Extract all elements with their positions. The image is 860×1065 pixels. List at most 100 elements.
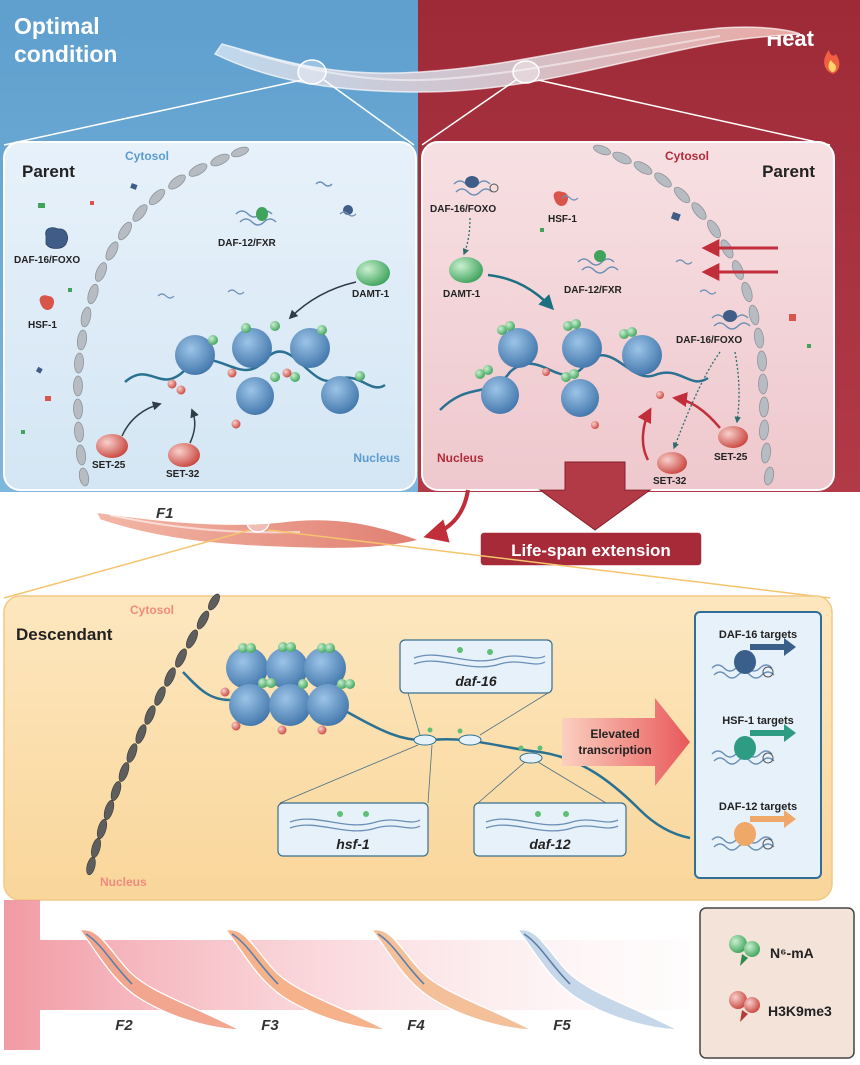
daf12-label-left: DAF-12/FXR: [218, 238, 277, 249]
cytosol-label-left: Cytosol: [125, 149, 169, 163]
lifespan-extension-banner: [479, 531, 703, 567]
cytosol-label-descendant: Cytosol: [130, 603, 174, 617]
daf16-label-right-nucleus: DAF-16/FOXO: [676, 335, 742, 346]
optimal-title-line2: condition: [14, 41, 117, 67]
generation-label: F4: [407, 1017, 425, 1034]
transcription-arrow-icon: [750, 638, 796, 656]
daf16-to-damt1-arrow: [462, 217, 471, 256]
dna-strand-descendant: [182, 671, 691, 840]
daf16-label-left: DAF-16/FOXO: [14, 255, 80, 266]
daf16-to-set25-arrow: [734, 351, 741, 424]
zoom-line: [3, 529, 251, 599]
heat-stress-arrows: [701, 239, 778, 281]
legend-n6ma-label: N⁶-mA: [770, 945, 814, 961]
set32-arrow-left: [189, 408, 199, 444]
damt1-arrow-left: [288, 281, 357, 320]
zoom-line: [323, 79, 415, 146]
set25-arrow-left: [121, 401, 162, 437]
set25-label-right: SET-25: [714, 452, 748, 463]
damt1-label-left: DAMT-1: [352, 289, 390, 300]
target-entry: HSF-1 targets: [711, 715, 796, 765]
gene-box-daf12: [473, 802, 627, 857]
set25-label-left: SET-25: [92, 460, 126, 471]
cofactor-icon: [762, 838, 774, 850]
worm-pharynx: [377, 933, 425, 985]
set25-enzyme-icon-right: [718, 426, 748, 448]
zoom-line: [421, 79, 517, 146]
n6ma-marks-descendant: [238, 642, 355, 689]
nucleus-label-descendant: Nucleus: [100, 875, 147, 889]
hsf1-protein-icon-right: [553, 191, 579, 206]
damt1-enzyme-icon-right: [449, 257, 483, 283]
daf16-label-right-top: DAF-16/FOXO: [430, 204, 496, 215]
transcription-arrow-icon: [750, 724, 796, 742]
worm-pharynx: [231, 933, 279, 985]
nucleosome-cluster-left: [175, 328, 359, 415]
flame-icon: [824, 50, 840, 74]
nucleosome-cluster-descendant: [226, 647, 349, 726]
gene-box-daf16: [399, 639, 553, 694]
h3k9me3-mark-icon: [729, 991, 760, 1022]
cofactor-icon: [762, 752, 774, 764]
nuclear-envelope-descendant: [86, 593, 220, 876]
target-entry: DAF-12 targets: [711, 801, 797, 851]
nucleus-label-right: Nucleus: [437, 451, 484, 465]
damt1-label-right: DAMT-1: [443, 289, 481, 300]
open-gene-loci: [413, 727, 543, 764]
worm-zoom-circle-left: [297, 59, 327, 85]
set32-label-left: SET-32: [166, 469, 200, 480]
descendant-label: Descendant: [16, 625, 113, 644]
generation-label: F5: [553, 1017, 571, 1034]
h3k9me3-marks-descendant: [220, 687, 327, 735]
daf12-protein-icon-right: [577, 250, 619, 274]
nuclear-envelope-right: [593, 144, 775, 486]
heat-to-f1-arrow: [423, 489, 470, 543]
lifespan-extension-label: Life-span extension: [511, 541, 671, 560]
transcription-arrow-icon: [750, 810, 796, 828]
target-label: DAF-16 targets: [719, 629, 797, 641]
set32-enzyme-icon-right: [657, 452, 687, 474]
scattered-proteins-right: [540, 211, 811, 348]
optimal-title-line1: Optimal: [14, 13, 100, 39]
daf16-nuclear-complex-icon: [711, 310, 751, 330]
transcription-factor-icon: [734, 650, 756, 674]
f1-label: F1: [156, 505, 174, 522]
parent-label-right: Parent: [762, 162, 815, 181]
worm-body: [224, 928, 387, 1031]
gene-callout-lines: [279, 692, 607, 804]
gene-hsf1-label: hsf-1: [336, 836, 370, 852]
worm-pharynx: [85, 933, 133, 985]
legend-box: [699, 907, 855, 1059]
daf16-complex-icon: [453, 176, 499, 196]
worm-body: [516, 928, 679, 1031]
lifespan-down-arrow: [538, 461, 652, 531]
adult-worm-top: [213, 26, 801, 93]
damt1-arrow-right: [487, 273, 555, 311]
daf12-label-right: DAF-12/FXR: [564, 285, 623, 296]
zoom-line: [537, 79, 831, 146]
nuclear-envelope-left: [73, 146, 249, 487]
generation-worm: F4: [370, 928, 533, 1034]
scattered-proteins-left: [21, 181, 357, 434]
gene-daf16-label: daf-16: [455, 673, 496, 689]
targets-panel: [694, 611, 822, 879]
worm-body: [78, 928, 241, 1031]
parent-label-left: Parent: [22, 162, 75, 181]
parent-cell-optimal: [3, 141, 417, 491]
generation-label: F2: [115, 1017, 133, 1034]
hsf1-label-right: HSF-1: [548, 214, 577, 225]
zoom-line: [267, 529, 831, 599]
set32-enzyme-icon: [168, 443, 200, 467]
n6ma-marks-right: [475, 319, 637, 382]
h3k9me3-marks-left: [167, 368, 292, 429]
hsf1-label-left: HSF-1: [28, 320, 57, 331]
f1-zoom-circle: [246, 511, 270, 533]
n6ma-marks-left: [208, 321, 365, 382]
h3k9me3-marks-right: [542, 368, 664, 429]
worm-body: [370, 928, 533, 1031]
set32-arrow-right: [637, 407, 652, 461]
hsf1-protein-icon: [39, 295, 55, 310]
